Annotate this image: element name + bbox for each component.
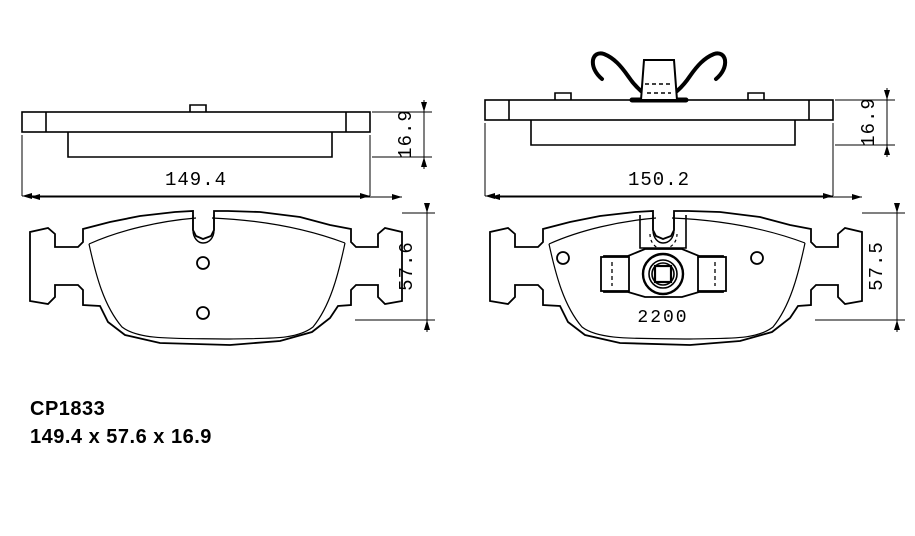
sensor-wing-left (600, 256, 630, 292)
left-height-arrow-bottom (424, 320, 430, 330)
sensor-body-outline (603, 248, 724, 298)
sensor-boss-inner-circle (651, 262, 675, 286)
wear-sensor-spring-clip (590, 51, 728, 103)
spring-clip-arm-right (661, 51, 728, 102)
sensor-boss-square-core (653, 264, 673, 284)
left-pad-inner-contour-right (229, 242, 346, 340)
right-plate-top-tab-right (747, 92, 765, 100)
left-pad-inner-contour-top-right (211, 217, 346, 244)
right-pad-inner-contour-right (689, 242, 806, 340)
left-pad-hole-lower (196, 306, 210, 320)
right-pad-top-notch (652, 215, 675, 244)
right-pad-inner-contour-top-right (671, 217, 806, 244)
sensor-wing-right (697, 256, 727, 292)
right-plan-width-dimension (490, 194, 862, 200)
right-length-dimension-text: 150.2 (628, 169, 690, 191)
left-thickness-dimension-text: 16.9 (395, 109, 417, 159)
left-friction-block (67, 132, 333, 158)
right-thickness-arrow-bottom (884, 145, 890, 155)
right-plan-width-arrow-start (490, 194, 500, 200)
right-thickness-dimension (835, 88, 895, 157)
part-label-block: CP1833 149.4 x 57.6 x 16.9 (30, 396, 530, 452)
right-length-arrow-end (823, 193, 833, 199)
right-height-dimension-text: 57.5 (866, 241, 888, 291)
left-height-dimension-text: 57.6 (396, 241, 418, 291)
left-length-arrow-start (22, 193, 32, 199)
right-sensor-pocket (639, 215, 687, 249)
left-length-dimension-text: 149.4 (165, 169, 227, 191)
sensor-boss-mid-circle (648, 259, 678, 289)
left-length-dimension (21, 135, 371, 199)
left-thickness-arrow-top (421, 102, 427, 112)
wear-sensor-assembly-plan (600, 248, 727, 298)
spring-clip-arm-left (590, 51, 657, 102)
left-pad-inner-contour-top (88, 217, 197, 245)
left-length-arrow-end (360, 193, 370, 199)
left-pad-hole-upper (196, 256, 210, 270)
right-pad-inner-contour-top (548, 217, 657, 245)
left-side-elevation-view (21, 104, 371, 158)
left-height-dimension (355, 203, 435, 332)
left-plate-top-tab (189, 104, 207, 112)
left-pad-top-notch (192, 215, 215, 244)
right-pad-inner-contour-left (548, 243, 691, 340)
left-pad-inner-contour-left (88, 243, 231, 340)
right-plan-width-arrow-end (852, 194, 862, 200)
right-plate-top-tab-left (554, 92, 572, 100)
sensor-annotation-text: 2200 (637, 308, 688, 328)
left-plan-width-dimension (30, 194, 402, 200)
left-plan-width-arrow-start (30, 194, 40, 200)
right-friction-block (530, 120, 796, 146)
right-height-arrow-top (894, 203, 900, 213)
right-height-arrow-bottom (894, 320, 900, 330)
spring-clip-body (639, 59, 679, 101)
left-height-arrow-top (424, 203, 430, 213)
right-pad-hole-upper-right (750, 251, 764, 265)
part-number-label: CP1833 (30, 398, 106, 420)
left-pad-plan-view (29, 210, 403, 346)
right-pad-hole-upper-left (556, 251, 570, 265)
right-thickness-dimension-text: 16.9 (858, 97, 880, 147)
sensor-boss-outer-circle (641, 252, 685, 296)
left-thickness-dimension (372, 100, 432, 169)
left-thickness-arrow-bottom (421, 157, 427, 167)
left-backing-plate (21, 111, 371, 133)
left-plan-width-arrow-end (392, 194, 402, 200)
right-height-dimension (815, 203, 905, 332)
right-pad-notch-dashed (649, 233, 678, 250)
right-backing-plate (484, 99, 834, 121)
part-dimensions-label: 149.4 x 57.6 x 16.9 (30, 426, 212, 448)
right-thickness-arrow-top (884, 90, 890, 100)
left-pad-outline (29, 210, 403, 346)
